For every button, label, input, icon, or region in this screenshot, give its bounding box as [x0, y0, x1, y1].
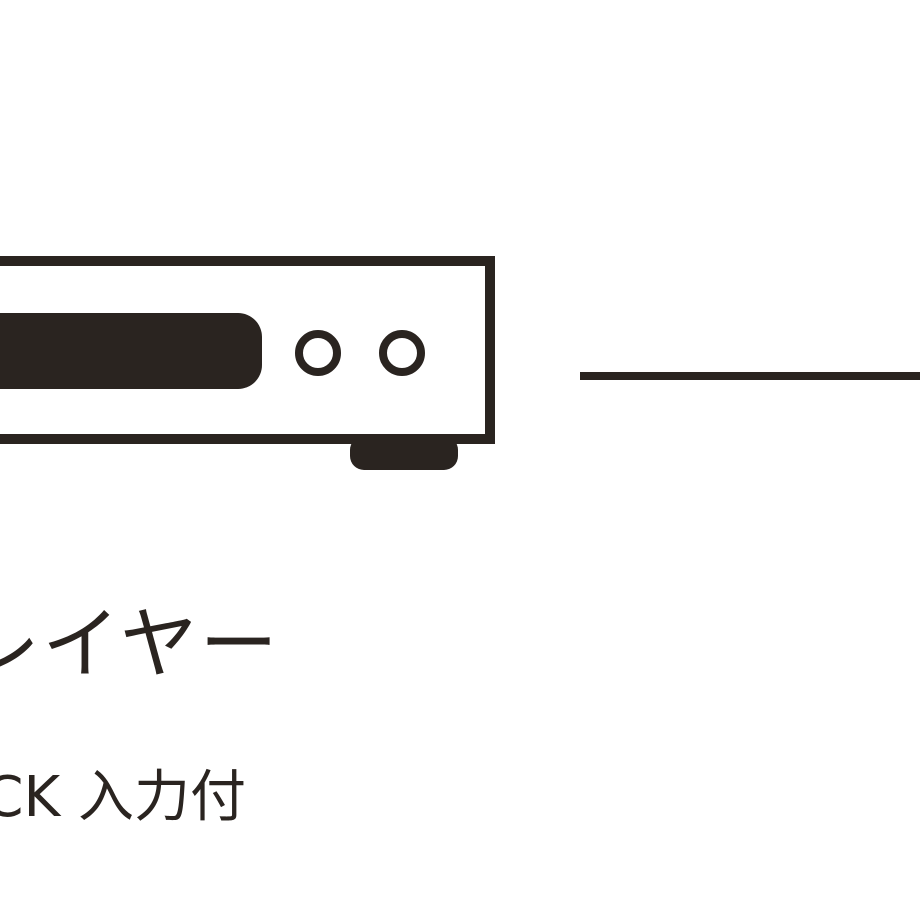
disc-tray-slot — [0, 313, 262, 389]
device-label: プレイヤー — [0, 600, 280, 690]
device-sublabel: CLOCK 入力付 — [0, 765, 247, 830]
control-button-2 — [379, 330, 425, 376]
player-foot — [350, 436, 458, 470]
control-button-1 — [295, 330, 341, 376]
